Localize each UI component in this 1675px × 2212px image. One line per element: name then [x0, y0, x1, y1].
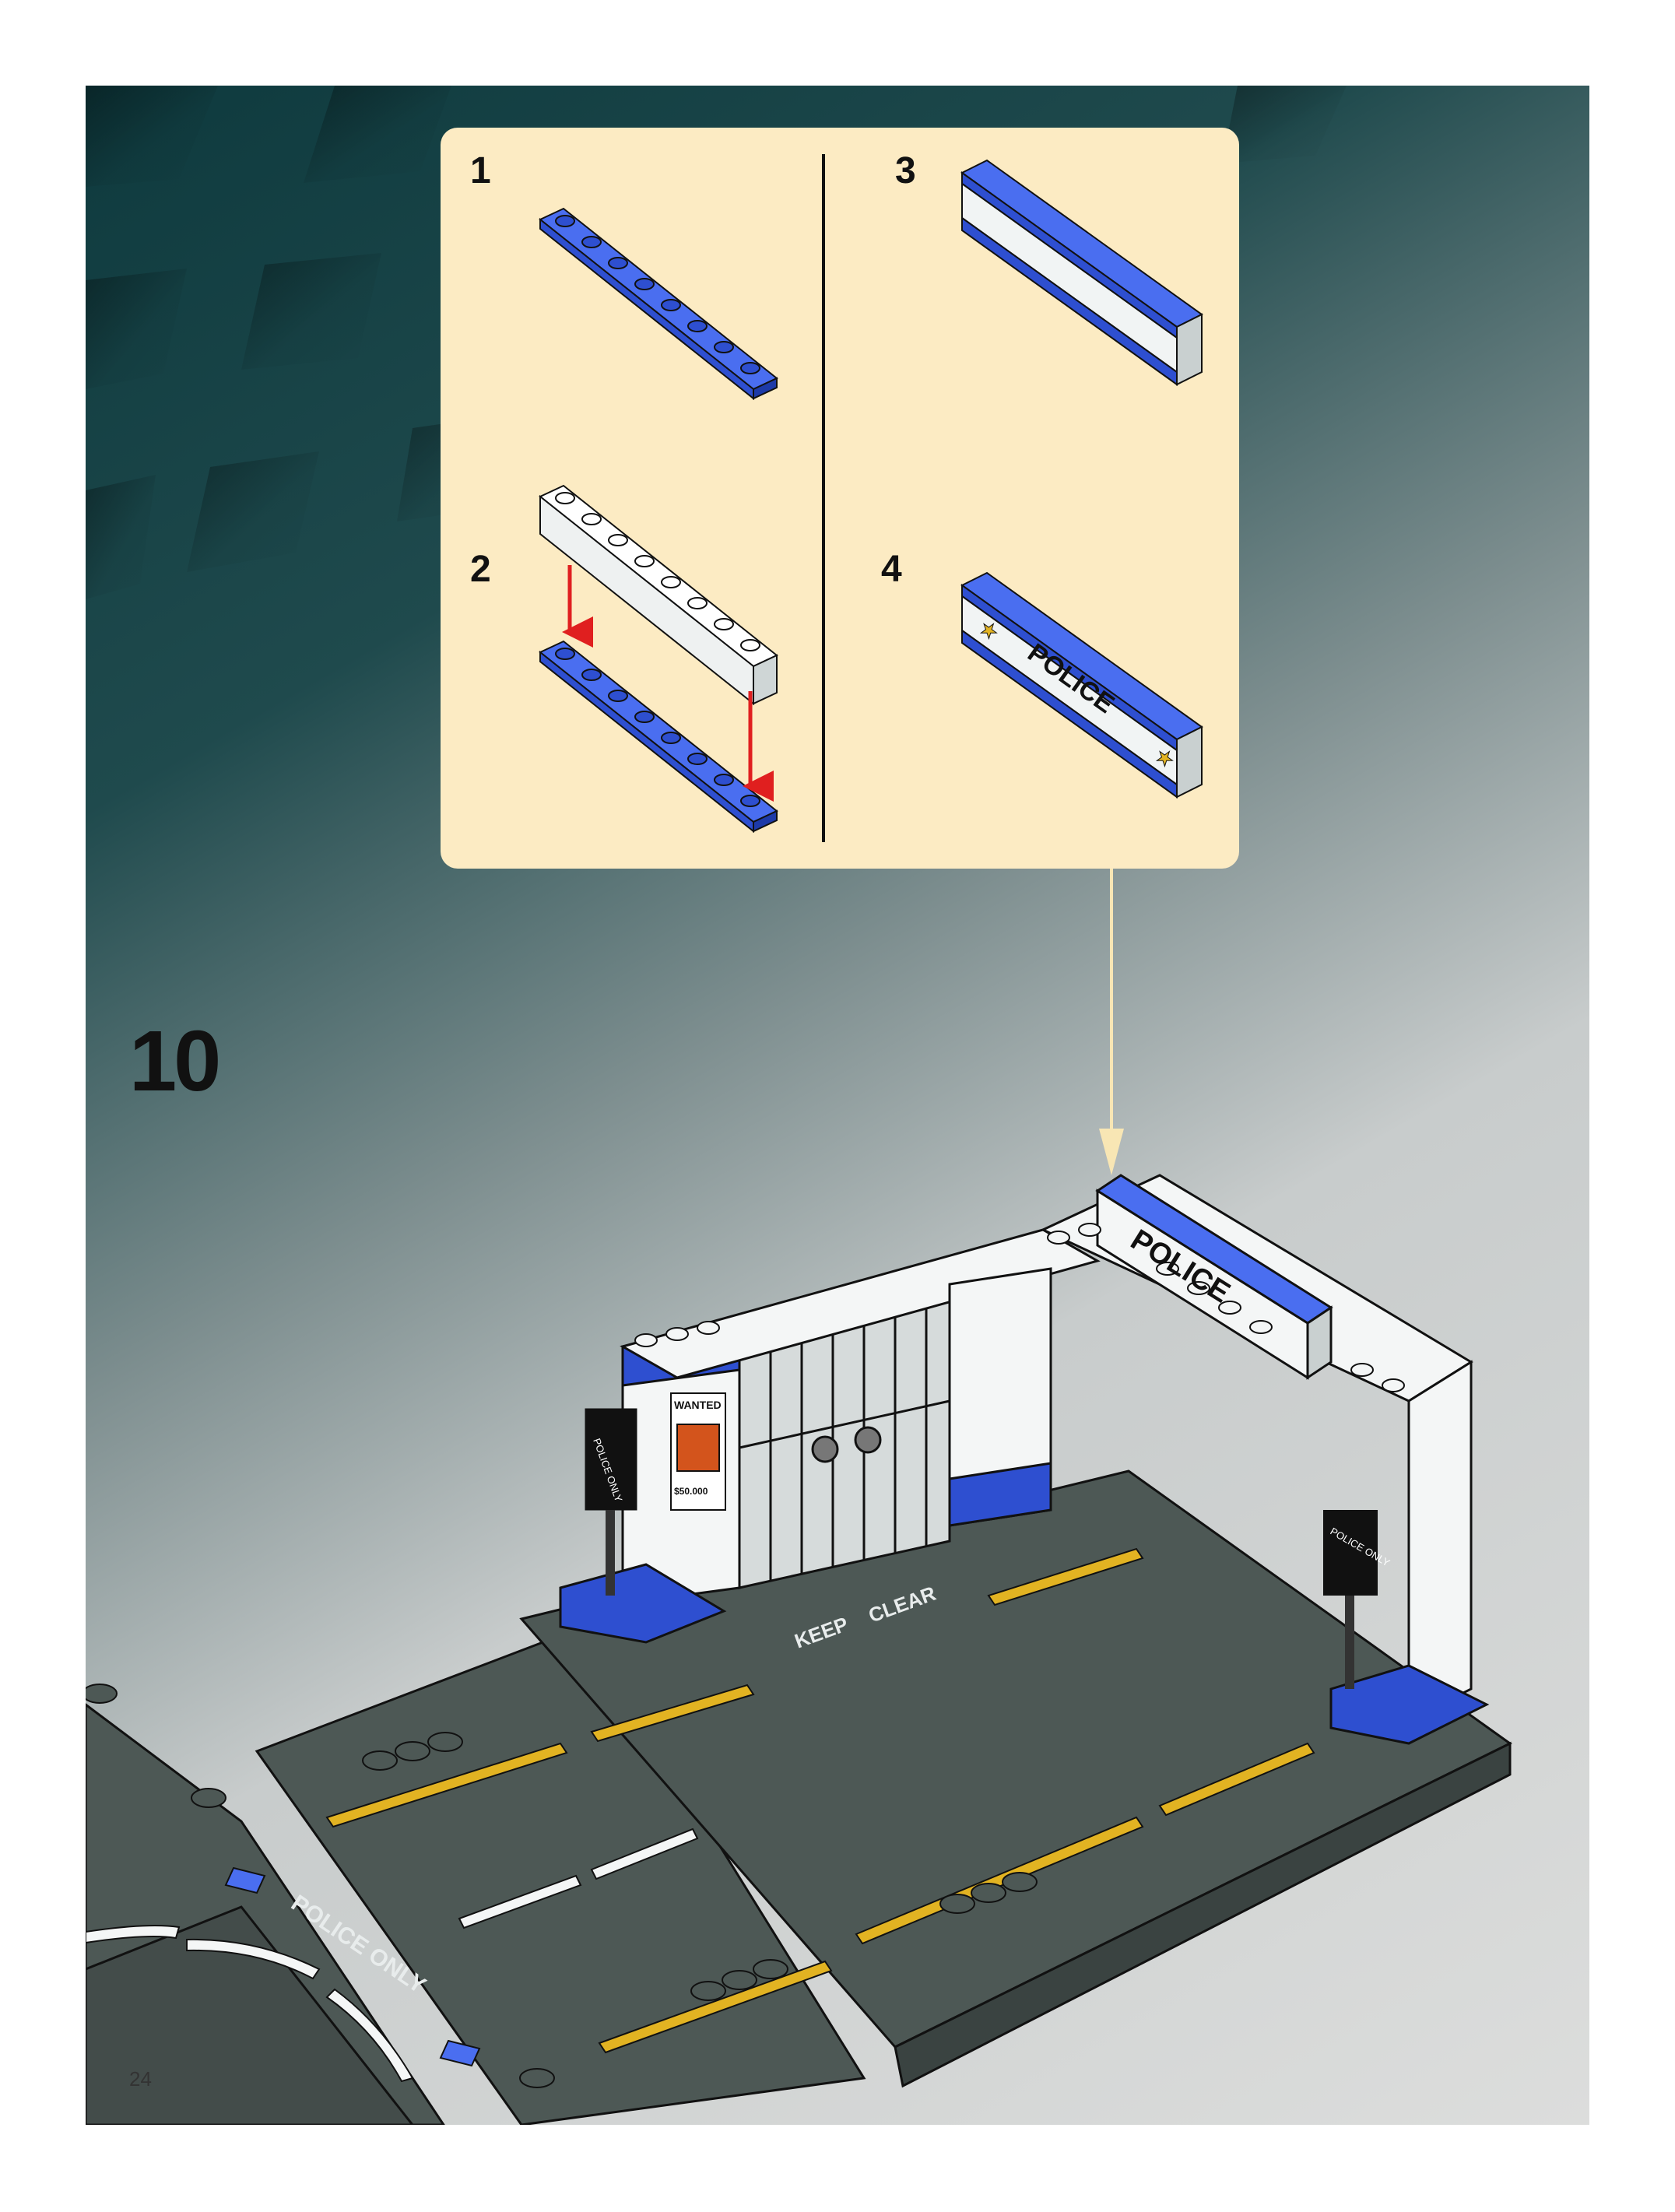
- instruction-page: 1 2 3 4: [86, 86, 1589, 2125]
- wanted-poster: WANTED $50.000: [671, 1393, 725, 1510]
- vehicle-image: [677, 1424, 719, 1471]
- model-illustration: KEEP CLEAR POLICE ONLY: [86, 86, 1589, 2125]
- page-number: 24: [129, 2067, 152, 2091]
- wanted-reward: $50.000: [674, 1486, 708, 1497]
- wanted-title: WANTED: [674, 1399, 722, 1411]
